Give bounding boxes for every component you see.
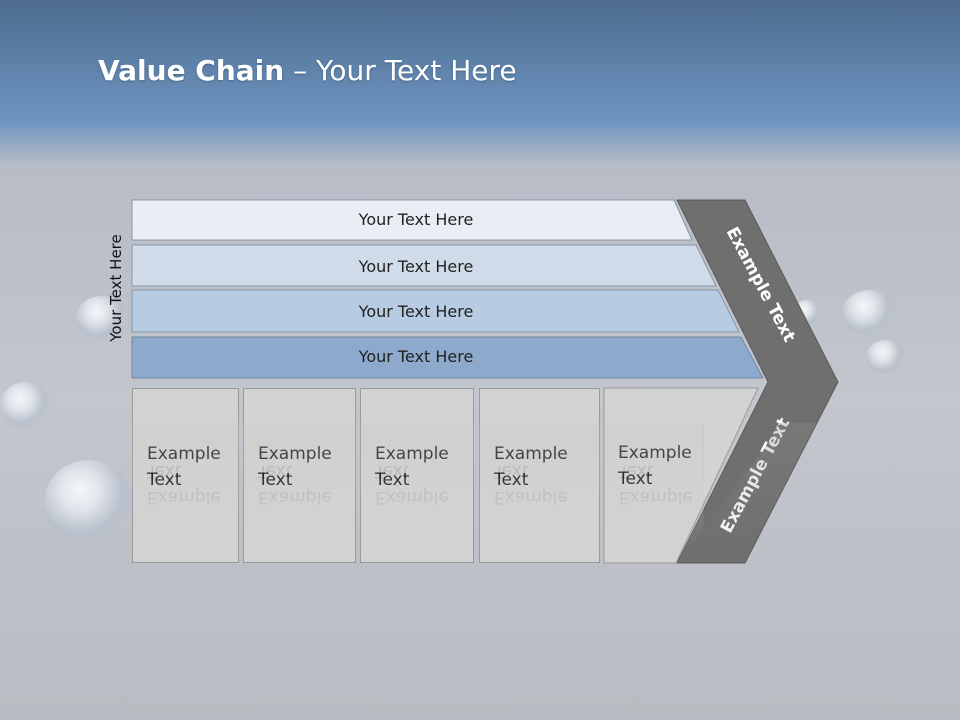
primary-activity-box-2: Example Text <box>243 388 356 563</box>
support-bar-4 <box>131 336 764 379</box>
support-bar-4-label: Your Text Here <box>358 347 474 366</box>
box-line-1: Example <box>258 444 332 464</box>
support-bar-3 <box>131 289 740 333</box>
box-line-2: Text <box>618 469 653 489</box>
support-bar-3-label: Your Text Here <box>358 302 474 321</box>
support-bar-1 <box>131 199 693 241</box>
title-bold: Value Chain <box>98 54 285 87</box>
box-line-1: Example <box>618 443 692 463</box>
box-line-2: Text <box>258 470 293 490</box>
box-line-2: Text <box>147 470 182 490</box>
diamond-decoration <box>0 382 50 430</box>
diamond-decoration <box>76 296 128 340</box>
primary-activity-box-1: Example Text <box>132 388 239 563</box>
diamond-decoration <box>842 290 896 336</box>
box-line-2: Text <box>375 470 410 490</box>
box-line-1: Example <box>494 444 568 464</box>
support-bar-1-label: Your Text Here <box>358 210 474 229</box>
support-bar-2-label: Your Text Here <box>358 257 474 276</box>
diamond-decoration <box>44 460 134 546</box>
primary-activity-box-4: Example Text <box>479 388 600 563</box>
slide-title: Value Chain – Your Text Here <box>98 54 517 87</box>
primary-activity-box-5: Example Text <box>604 388 704 563</box>
box-line-1: Example <box>147 444 221 464</box>
title-rest: – Your Text Here <box>284 54 517 87</box>
box-line-2: Text <box>494 470 529 490</box>
margin-chevron <box>676 199 839 564</box>
box-line-1: Example <box>375 444 449 464</box>
box5-chevron-edge <box>603 387 759 564</box>
primary-activity-box-3: Example Text <box>360 388 474 563</box>
support-bar-2 <box>131 244 717 287</box>
diamond-decoration <box>866 340 906 374</box>
